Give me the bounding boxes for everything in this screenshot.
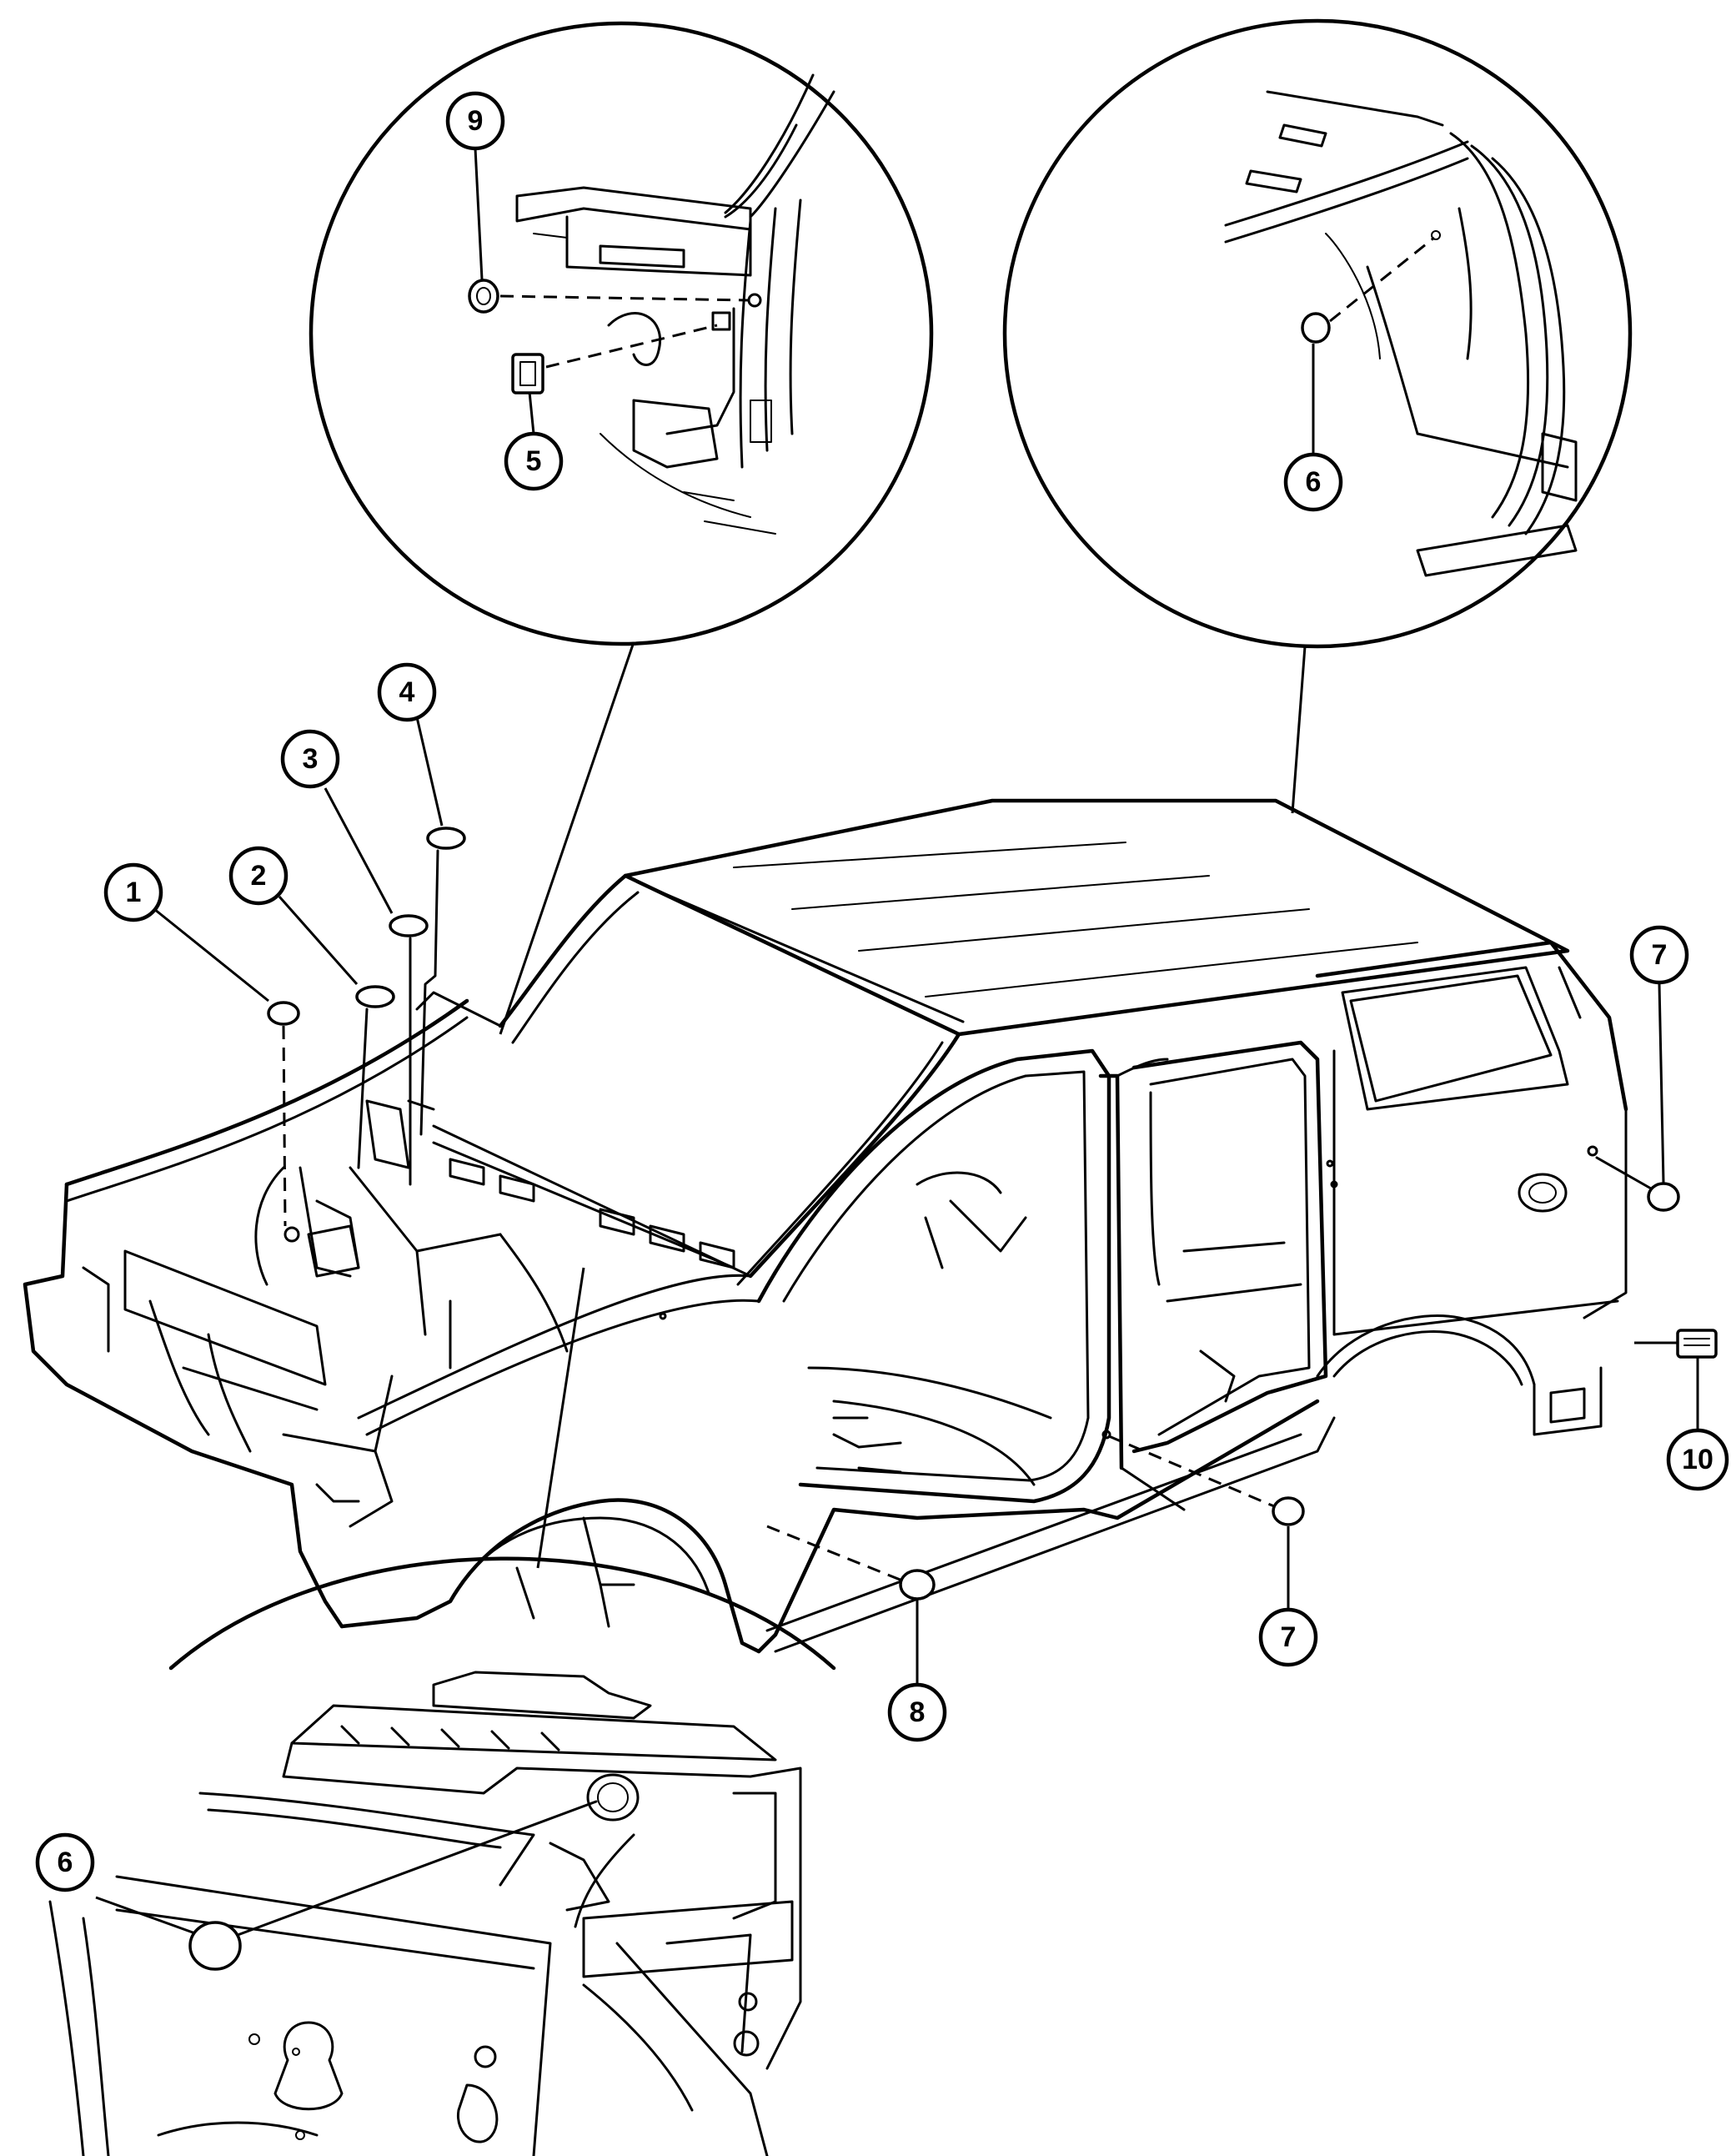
- callout-5-label: 5: [526, 445, 542, 477]
- callout-8-label: 8: [910, 1696, 926, 1728]
- callout-5: 5: [504, 431, 564, 491]
- callout-9-label: 9: [468, 105, 484, 137]
- callout-4-label: 4: [399, 676, 415, 708]
- callout-1: 1: [103, 862, 163, 922]
- part-10-plug: [1676, 1329, 1718, 1359]
- callout-2-label: 2: [251, 860, 267, 892]
- part-8-plug: [899, 1569, 936, 1601]
- callout-10: 10: [1666, 1428, 1729, 1491]
- callout-2: 2: [228, 846, 288, 906]
- part-7-rear-plug: [1647, 1182, 1680, 1212]
- callout-3: 3: [280, 729, 340, 789]
- callout-6-top-label: 6: [1306, 466, 1322, 498]
- callout-8: 8: [887, 1682, 947, 1742]
- part-9-plug: [468, 279, 499, 314]
- callout-6-bottom: 6: [35, 1832, 95, 1892]
- callout-3-label: 3: [303, 743, 319, 775]
- callout-4: 4: [377, 662, 437, 722]
- callout-6-top: 6: [1283, 452, 1343, 512]
- detail-circle-rear-pillar: [1002, 18, 1633, 649]
- part-2-plug: [355, 985, 395, 1008]
- part-1-plug: [267, 1001, 300, 1026]
- vehicle-body-shell: [23, 798, 1628, 1654]
- detail-leader-lines: [499, 641, 1307, 1569]
- part-6-upper-plug: [1301, 312, 1331, 344]
- part-6-lower-plug: [188, 1921, 242, 1971]
- callout-leaders: [95, 148, 1699, 1935]
- callout-1-label: 1: [126, 877, 142, 908]
- detail-cowl-underside: [48, 1556, 836, 2156]
- detail-circle-a-pillar: [309, 21, 934, 646]
- callout-7-sill: 7: [1258, 1607, 1318, 1667]
- part-4-plug: [426, 827, 466, 850]
- part-7-sill-plug: [1272, 1496, 1305, 1526]
- callout-6-bottom-label: 6: [58, 1847, 73, 1878]
- callout-7-sill-label: 7: [1281, 1621, 1297, 1653]
- callout-10-label: 10: [1682, 1444, 1713, 1475]
- callout-7-rear: 7: [1629, 925, 1689, 985]
- callout-7-rear-label: 7: [1652, 939, 1668, 971]
- callout-9: 9: [445, 91, 505, 151]
- part-5-plug: [511, 353, 544, 395]
- loose-plugs: [267, 827, 1718, 1601]
- part-3-plug: [389, 914, 429, 937]
